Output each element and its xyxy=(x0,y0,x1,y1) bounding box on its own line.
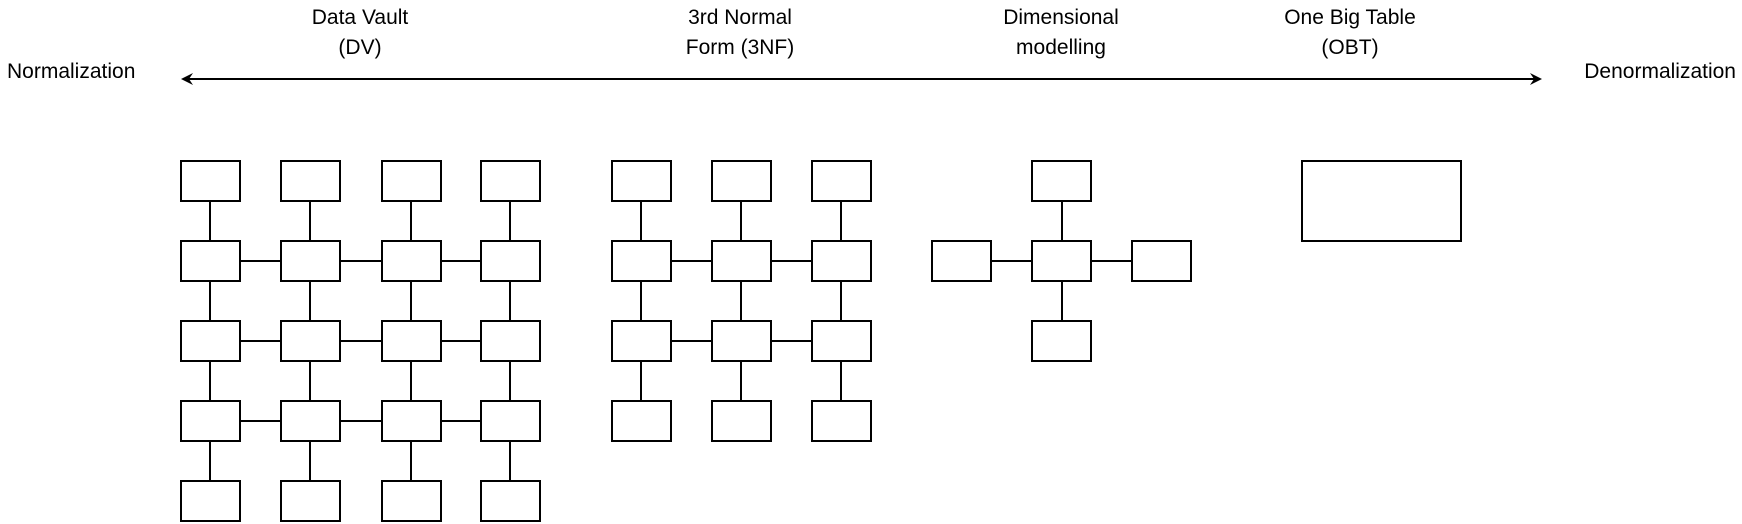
obt-diagram xyxy=(1301,160,1462,242)
dimension-table-box xyxy=(1031,160,1092,202)
normalization-label: Normalization xyxy=(7,60,135,83)
data-vault-label-line1: Data Vault xyxy=(312,6,409,29)
table-box xyxy=(381,320,442,362)
table-box xyxy=(480,480,541,522)
3nf-diagram xyxy=(611,160,872,442)
3nf-label-line2: Form (3NF) xyxy=(686,36,795,59)
data-vault-label-line2: (DV) xyxy=(338,36,381,59)
denormalization-label: Denormalization xyxy=(1584,60,1736,83)
dimension-table-box xyxy=(1031,320,1092,362)
table-box xyxy=(381,240,442,282)
table-box xyxy=(480,400,541,442)
table-box xyxy=(180,320,241,362)
table-box xyxy=(280,320,341,362)
table-box xyxy=(280,400,341,442)
table-box xyxy=(280,160,341,202)
table-box xyxy=(711,160,772,202)
table-box xyxy=(480,320,541,362)
table-box xyxy=(381,400,442,442)
big-table-box xyxy=(1301,160,1462,242)
fact-table-box xyxy=(1031,240,1092,282)
table-box xyxy=(711,240,772,282)
table-box xyxy=(611,240,672,282)
table-box xyxy=(180,240,241,282)
table-box xyxy=(280,240,341,282)
table-box xyxy=(280,480,341,522)
table-box xyxy=(811,320,872,362)
obt-label-line2: (OBT) xyxy=(1321,36,1378,59)
table-box xyxy=(711,400,772,442)
model-labels: Data Vault (DV) 3rd Normal Form (3NF) Di… xyxy=(312,6,1416,59)
dimensional-label-line1: Dimensional xyxy=(1003,6,1119,29)
table-box xyxy=(811,400,872,442)
table-box xyxy=(180,480,241,522)
spectrum-axis: Normalization Denormalization xyxy=(7,60,1736,85)
table-box xyxy=(381,480,442,522)
dimensional-diagram xyxy=(931,160,1192,362)
data-vault-diagram xyxy=(180,160,541,522)
table-box xyxy=(611,400,672,442)
obt-label-line1: One Big Table xyxy=(1284,6,1416,29)
table-box xyxy=(811,160,872,202)
3nf-label-line1: 3rd Normal xyxy=(688,6,792,29)
table-box xyxy=(381,160,442,202)
dimension-table-box xyxy=(1131,240,1192,282)
table-box xyxy=(480,160,541,202)
table-box xyxy=(611,320,672,362)
table-box xyxy=(180,160,241,202)
table-box xyxy=(711,320,772,362)
table-box xyxy=(480,240,541,282)
table-box xyxy=(180,400,241,442)
table-box xyxy=(611,160,672,202)
dimension-table-box xyxy=(931,240,992,282)
dimensional-label-line2: modelling xyxy=(1016,36,1106,59)
table-box xyxy=(811,240,872,282)
